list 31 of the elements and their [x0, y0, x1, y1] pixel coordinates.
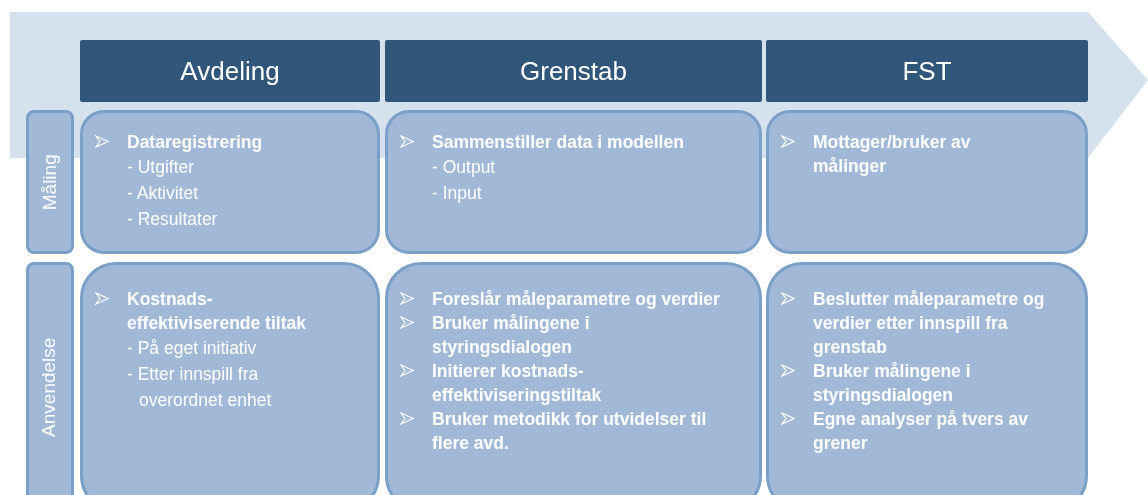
bullet-text: Kostnads- effektiviserende tiltak: [127, 288, 307, 335]
content-card: [766, 110, 1088, 254]
bullet-text: Foreslår måleparametre og verdier: [432, 288, 721, 311]
bullet-text: Egne analyser på tvers av grener: [813, 408, 1029, 455]
sub-item-text: - Output: [432, 156, 497, 179]
row-label-box: [26, 110, 74, 254]
column-header: FST: [766, 40, 1088, 102]
bullet-text: Bruker målingene i styringsdialogen: [432, 312, 591, 359]
content-card: [766, 262, 1088, 495]
bullet-text: Bruker metodikk for utvidelser til flere avd.: [432, 408, 708, 455]
sub-item-text: - Input: [432, 182, 483, 205]
row-label: Anvendelse: [37, 337, 61, 437]
content-card: [80, 262, 380, 495]
bullet-text: Beslutter måleparametre og verdier etter innspill fra grenstab: [813, 288, 1046, 359]
bullet-text: Sammenstiller data i modellen: [432, 131, 685, 154]
content-card: [385, 262, 762, 495]
bullet-text: Dataregistrering: [127, 131, 264, 154]
content-card: [385, 110, 762, 254]
row-label: Måling: [37, 154, 61, 210]
sub-item-text: - Etter innspill fra overordnet enhet: [127, 363, 273, 412]
bullet-text: Bruker målingene i styringsdialogen: [813, 360, 972, 407]
column-header: Avdeling: [80, 40, 380, 102]
sub-item-text: - Resultater: [127, 208, 219, 231]
sub-item-text: - Aktivitet: [127, 182, 199, 205]
bullet-text: Initierer kostnads- effektiviseringstiltak: [432, 360, 603, 407]
bullet-text: Mottager/bruker av målinger: [813, 131, 972, 178]
row-label-box: [26, 262, 74, 495]
column-header: Grenstab: [385, 40, 762, 102]
sub-item-text: - Utgifter: [127, 156, 196, 179]
content-card: [80, 110, 380, 254]
sub-item-text: - På eget initiativ: [127, 337, 258, 360]
